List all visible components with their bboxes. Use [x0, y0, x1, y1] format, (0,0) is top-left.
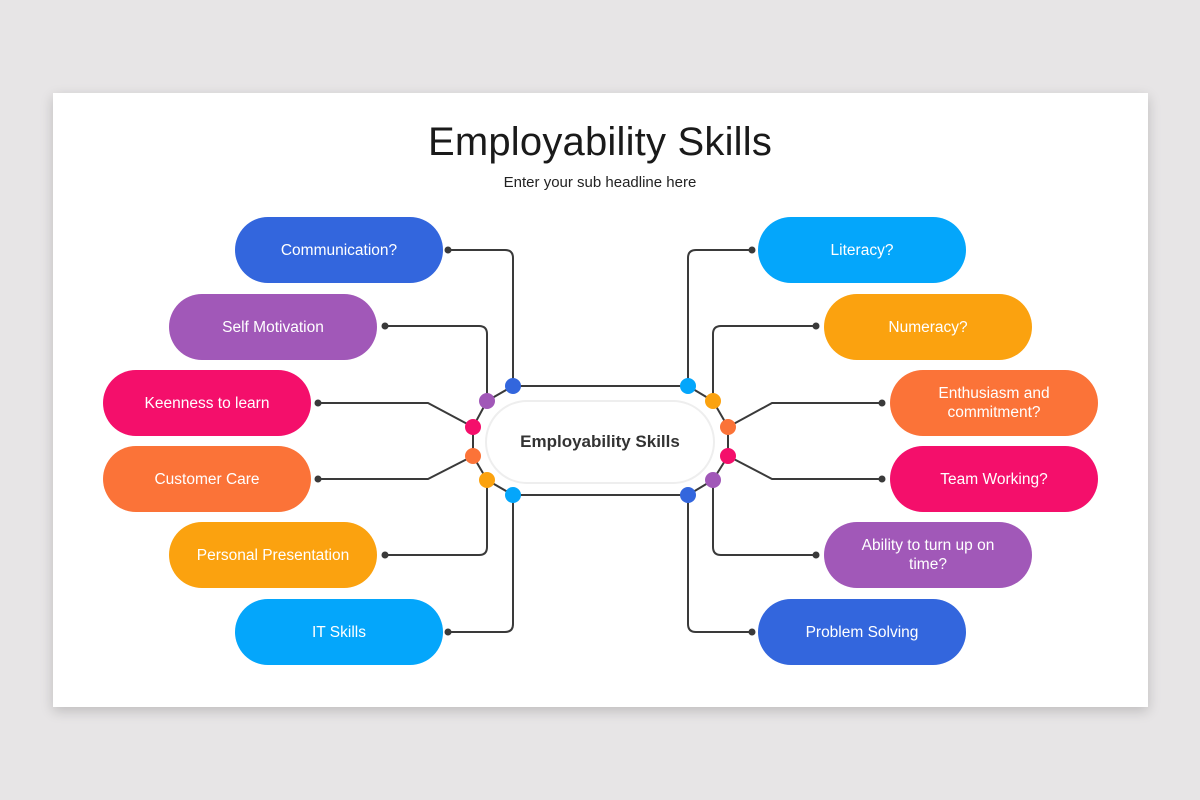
skill-label: Enthusiasm and commitment?: [938, 385, 1050, 421]
page-title: Employability Skills: [427, 120, 773, 164]
skill-problem-solving: Problem Solving: [758, 599, 966, 665]
skill-numeracy: Numeracy?: [824, 294, 1032, 360]
skill-team-working: Team Working?: [890, 446, 1098, 512]
skill-communication: Communication?: [235, 217, 443, 283]
skill-self-motivation: Self Motivation: [169, 294, 377, 360]
skill-customer-care: Customer Care: [103, 446, 311, 512]
skill-label: Keenness to learn: [144, 394, 270, 412]
skill-keenness-to-learn: Keenness to learn: [103, 370, 311, 436]
skill-personal-presentation: Personal Presentation: [169, 522, 377, 588]
central-node: Employability Skills: [485, 400, 715, 484]
skill-label: Communication?: [280, 241, 398, 259]
page-subtitle: Enter your sub headline here: [503, 174, 697, 191]
skill-label: Literacy?: [830, 241, 894, 259]
skill-label: Personal Presentation: [196, 546, 350, 564]
skill-label: Problem Solving: [805, 623, 919, 641]
skill-literacy: Literacy?: [758, 217, 966, 283]
skill-label: Customer Care: [154, 470, 260, 488]
skill-label: Ability to turn up on time?: [861, 537, 995, 573]
skill-ability-to-turn-up-on-time: Ability to turn up on time?: [824, 522, 1032, 588]
skill-enthusiasm-and-commitment: Enthusiasm and commitment?: [890, 370, 1098, 436]
skill-label: Team Working?: [940, 470, 1048, 488]
skill-it-skills: IT Skills: [235, 599, 443, 665]
skill-label: Self Motivation: [222, 318, 324, 336]
skill-label: Numeracy?: [888, 318, 968, 336]
skill-label: IT Skills: [312, 623, 366, 641]
